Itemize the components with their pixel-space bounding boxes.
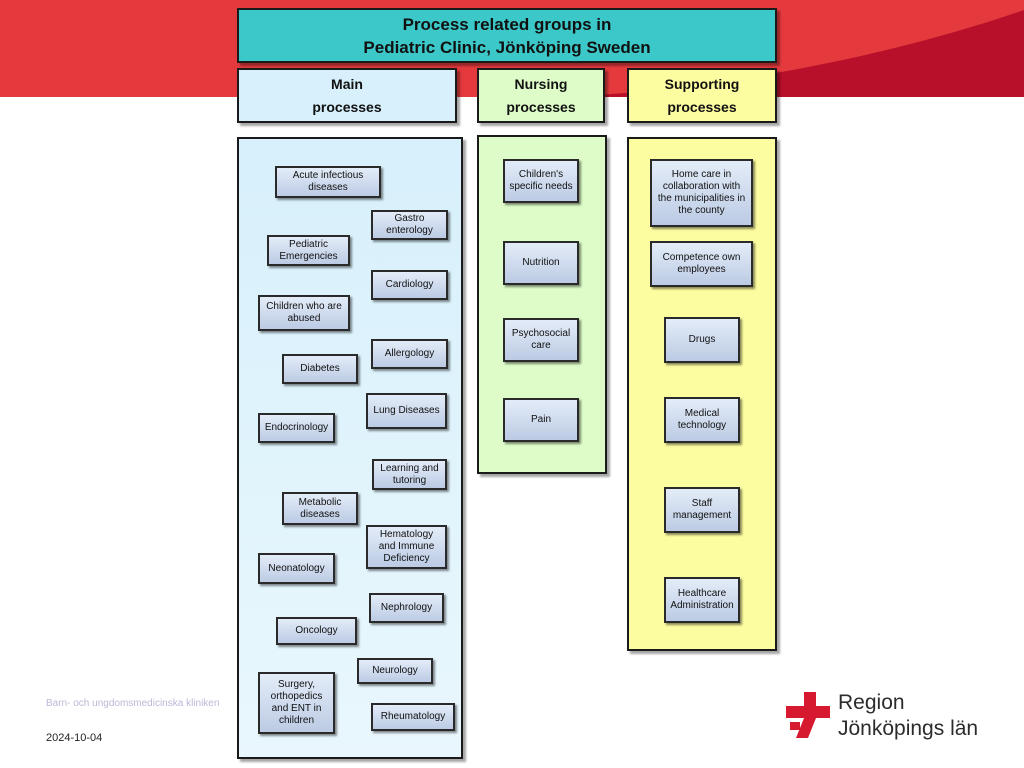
process-node: Neonatology — [258, 553, 335, 584]
process-node: Allergology — [371, 339, 448, 369]
process-node: Psychosocial care — [503, 318, 579, 362]
region-cross-logo-icon — [786, 692, 830, 738]
process-node: Gastro enterology — [371, 210, 448, 240]
logo-line-2: Jönköpings län — [838, 717, 979, 740]
process-node: Drugs — [664, 317, 740, 363]
process-node: Children's specific needs — [503, 159, 579, 203]
region-logo-text: Region Jönköpings län — [838, 690, 978, 742]
process-node: Metabolic diseases — [282, 492, 358, 525]
process-node: Lung Diseases — [366, 393, 447, 429]
process-node: Diabetes — [282, 354, 358, 384]
header-main-processes: Main processes — [237, 68, 457, 123]
header-nursing-line-1: Nursing — [514, 75, 568, 92]
process-node: Medical technology — [664, 397, 740, 443]
process-node: Pain — [503, 398, 579, 442]
process-node: Staff management — [664, 487, 740, 533]
process-node: Acute infectious diseases — [275, 166, 381, 198]
process-node: Surgery, orthopedics and ENT in children — [258, 672, 335, 734]
process-node: Home care in collaboration with the muni… — [650, 159, 753, 227]
process-node: Healthcare Administration — [664, 577, 740, 623]
process-node: Nephrology — [369, 593, 444, 623]
process-node: Endocrinology — [258, 413, 335, 443]
process-node: Learning and tutoring — [372, 459, 447, 490]
process-node: Pediatric Emergencies — [267, 235, 350, 266]
header-supporting-line-1: Supporting — [664, 75, 740, 92]
header-main-line-1: Main — [331, 75, 363, 92]
header-nursing-processes: Nursing processes — [477, 68, 605, 123]
diagram-title: Process related groups in Pediatric Clin… — [237, 8, 777, 63]
process-node: Hematology and Immune Deficiency — [366, 525, 447, 569]
footer-department: Barn- och ungdomsmedicinska kliniken — [46, 698, 220, 709]
title-line-2: Pediatric Clinic, Jönköping Sweden — [363, 37, 651, 57]
header-nursing-line-2: processes — [506, 99, 576, 116]
header-supporting-line-2: processes — [667, 99, 737, 116]
process-node: Cardiology — [371, 270, 448, 300]
header-supporting-processes: Supporting processes — [627, 68, 777, 123]
process-node: Children who are abused — [258, 295, 350, 331]
process-node: Oncology — [276, 617, 357, 645]
logo-line-1: Region — [838, 691, 905, 714]
process-node: Competence own employees — [650, 241, 753, 287]
process-node: Nutrition — [503, 241, 579, 285]
title-line-1: Process related groups in — [402, 14, 612, 34]
footer-date: 2024-10-04 — [46, 732, 103, 744]
process-node: Neurology — [357, 658, 433, 684]
process-node: Rheumatology — [371, 703, 455, 731]
header-main-line-2: processes — [312, 99, 382, 116]
